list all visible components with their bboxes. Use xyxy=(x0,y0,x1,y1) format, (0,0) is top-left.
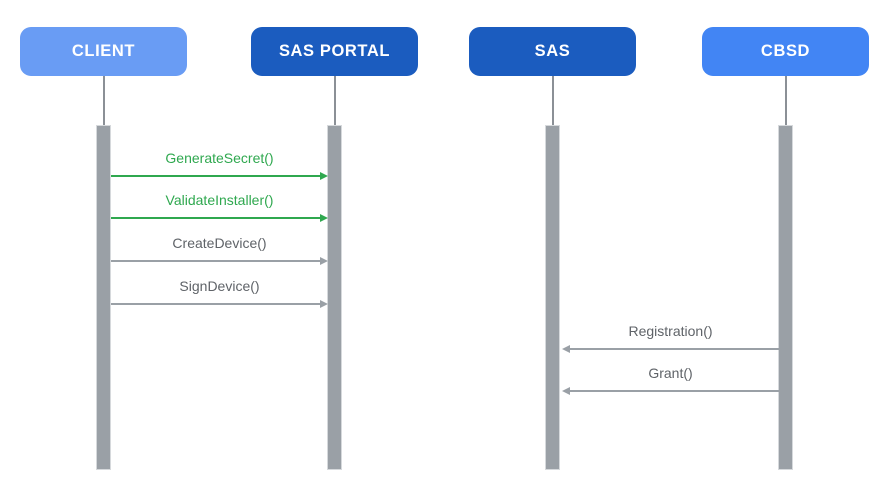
lifeline-connector xyxy=(784,76,787,125)
arrowhead-right-icon xyxy=(320,257,328,265)
message-label: CreateDevice() xyxy=(172,235,267,251)
activation-bar-cbsd xyxy=(778,125,793,470)
actor-box-client: CLIENT xyxy=(20,27,187,76)
actor-box-sas: SAS xyxy=(469,27,636,76)
message-arrow xyxy=(562,387,779,395)
message-arrow xyxy=(111,214,328,222)
lifeline-connector xyxy=(102,76,105,125)
message-arrow xyxy=(562,345,779,353)
actor-box-cbsd: CBSD xyxy=(702,27,869,76)
arrowhead-right-icon xyxy=(320,214,328,222)
arrow-line xyxy=(111,260,321,262)
actor-sas: SAS xyxy=(469,27,636,470)
activation-bar-client xyxy=(96,125,111,470)
message-generate-secret: GenerateSecret() xyxy=(111,149,328,181)
arrow-line xyxy=(111,175,321,177)
message-label: Registration() xyxy=(628,323,713,339)
arrowhead-right-icon xyxy=(320,300,328,308)
message-create-device: CreateDevice() xyxy=(111,234,328,266)
arrowhead-right-icon xyxy=(320,172,328,180)
actor-sas-portal: SAS PORTAL xyxy=(251,27,418,470)
lifeline-connector xyxy=(333,76,336,125)
message-label: SignDevice() xyxy=(179,278,260,294)
message-validate-installer: ValidateInstaller() xyxy=(111,191,328,223)
activation-bar-sas-portal xyxy=(327,125,342,470)
message-label: GenerateSecret() xyxy=(165,150,274,166)
arrowhead-left-icon xyxy=(562,345,570,353)
message-arrow xyxy=(111,257,328,265)
arrow-line xyxy=(569,348,779,350)
message-registration: Registration() xyxy=(562,322,779,354)
message-sign-device: SignDevice() xyxy=(111,277,328,309)
arrow-line xyxy=(111,217,321,219)
arrowhead-left-icon xyxy=(562,387,570,395)
arrow-line xyxy=(111,303,321,305)
message-arrow xyxy=(111,172,328,180)
arrow-line xyxy=(569,390,779,392)
message-arrow xyxy=(111,300,328,308)
message-label: Grant() xyxy=(648,365,693,381)
lifeline-connector xyxy=(551,76,554,125)
actor-client: CLIENT xyxy=(20,27,187,470)
message-grant: Grant() xyxy=(562,364,779,396)
activation-bar-sas xyxy=(545,125,560,470)
message-label: ValidateInstaller() xyxy=(165,192,274,208)
actor-box-sas-portal: SAS PORTAL xyxy=(251,27,418,76)
actor-cbsd: CBSD xyxy=(702,27,869,470)
